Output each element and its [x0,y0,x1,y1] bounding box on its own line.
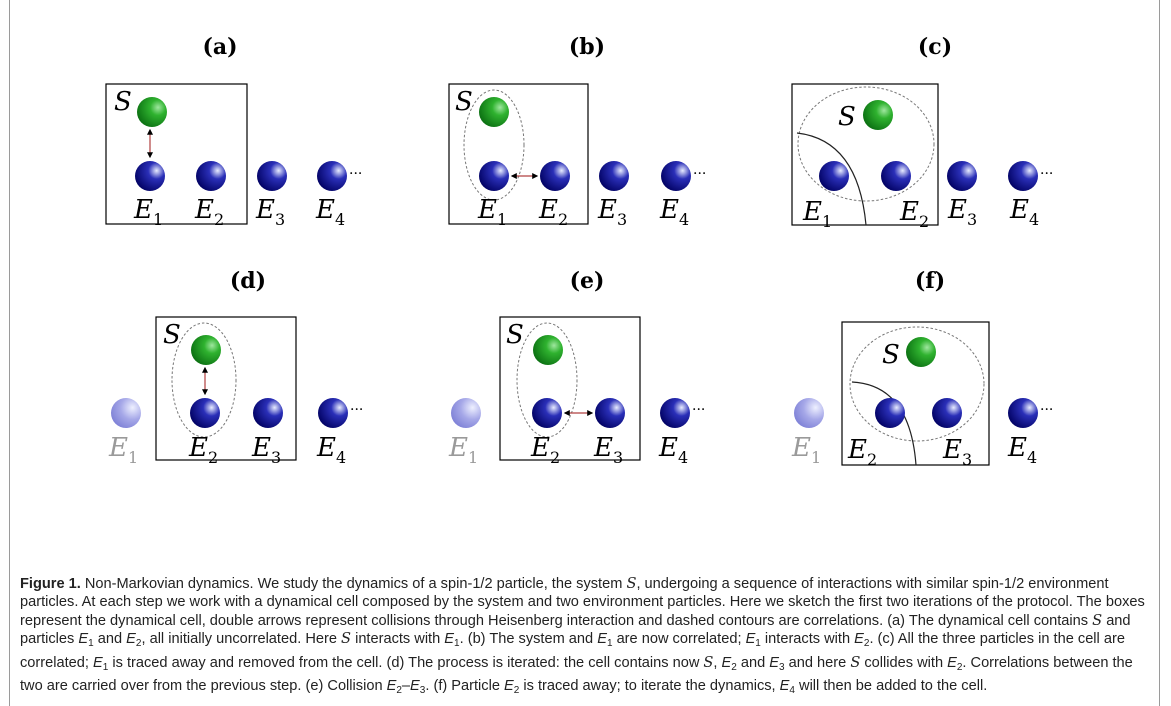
trace-boundary [796,132,867,226]
env-particle-e2 [875,398,905,428]
figure-caption: Figure 1. Non-Markovian dynamics. We stu… [20,575,1145,697]
label-e1: E1 [802,197,832,231]
system-particle [479,97,509,127]
label-s: S [838,102,856,132]
dynamical-cell-box [448,83,589,225]
label-s: S [455,87,473,117]
page-frame [9,0,1160,706]
dynamical-cell-box [499,316,641,461]
label-e3: E3 [942,435,972,469]
ellipsis: ··· [350,402,363,418]
label-s: S [114,87,132,117]
label-e3: E3 [251,433,281,467]
env-particle-e2 [532,398,562,428]
label-e3: E3 [947,195,977,229]
panel-label-d: (d) [230,268,266,294]
env-particle-e2 [190,398,220,428]
env-particle-e1 [819,161,849,191]
label-e4: E4 [315,195,345,229]
label-e1-traced: E1 [448,433,478,467]
system-particle [906,337,936,367]
label-e4: E4 [1009,195,1039,229]
label-e2: E2 [538,195,568,229]
label-e3: E3 [255,195,285,229]
env-particle-e1-traced [794,398,824,428]
env-particle-e3 [595,398,625,428]
ellipsis: ··· [349,166,362,182]
panel-a: ··· S E1 E2 E3 E4 [105,83,362,229]
env-particle-e4 [318,398,348,428]
dynamical-cell-box [791,83,939,226]
env-particle-e1 [479,161,509,191]
env-particle-e4 [661,161,691,191]
system-particle [533,335,563,365]
env-particle-e1-traced [111,398,141,428]
ellipsis: ··· [1040,166,1053,182]
ellipsis: ··· [693,166,706,182]
label-e4: E4 [316,433,346,467]
panel-e: E1 ··· S E2 E3 E4 [448,316,705,467]
panel-label-b: (b) [569,34,605,60]
label-s: S [506,320,524,350]
label-e2: E2 [847,435,877,469]
panel-d: E1 ··· S E2 E3 E4 [108,316,363,467]
label-e1: E1 [477,195,507,229]
ellipsis: ··· [1040,402,1053,418]
system-particle [137,97,167,127]
correlation-contour [849,326,985,442]
panel-label-a: (a) [202,34,237,60]
env-particle-e3 [257,161,287,191]
label-e4: E4 [1007,433,1037,467]
env-particle-e4 [660,398,690,428]
panel-f: E1 ··· S E2 E3 E4 [791,321,1053,469]
panel-label-f: (f) [915,268,945,294]
label-e2: E2 [188,433,218,467]
system-particle [863,100,893,130]
label-e1: E1 [133,195,163,229]
env-particle-e3 [932,398,962,428]
dynamical-cell-box [105,83,248,225]
label-e2: E2 [194,195,224,229]
label-e3: E3 [593,433,623,467]
env-particle-e1 [135,161,165,191]
env-particle-e2 [196,161,226,191]
env-particle-e3 [599,161,629,191]
env-particle-e3 [947,161,977,191]
system-particle [191,335,221,365]
env-particle-e2 [540,161,570,191]
label-s: S [882,340,900,370]
label-e4: E4 [659,195,689,229]
correlation-contour [516,322,578,438]
label-e2: E2 [530,433,560,467]
panel-b: ··· S E1 E2 E3 E4 [448,83,706,229]
label-e2: E2 [899,197,929,231]
correlation-contour [171,322,237,438]
panel-label-c: (c) [918,34,952,60]
label-e1-traced: E1 [108,433,138,467]
panel-label-e: (e) [570,268,605,294]
label-s: S [163,320,181,350]
label-e3: E3 [597,195,627,229]
env-particle-e4 [1008,398,1038,428]
env-particle-e4 [317,161,347,191]
caption-label: Figure 1. [20,576,81,592]
env-particle-e1-traced [451,398,481,428]
correlation-contour [463,89,525,201]
env-particle-e2 [881,161,911,191]
correlation-contour [797,86,935,202]
ellipsis: ··· [692,402,705,418]
env-particle-e4 [1008,161,1038,191]
label-e4: E4 [658,433,688,467]
label-e1-traced: E1 [791,433,821,467]
figure-1: (a) (b) (c) (d) (e) (f) ··· S E1 E2 E3 E… [105,34,1053,469]
panel-c: ··· S E1 E2 E3 E4 [791,83,1053,231]
env-particle-e3 [253,398,283,428]
dynamical-cell-box [155,316,297,461]
